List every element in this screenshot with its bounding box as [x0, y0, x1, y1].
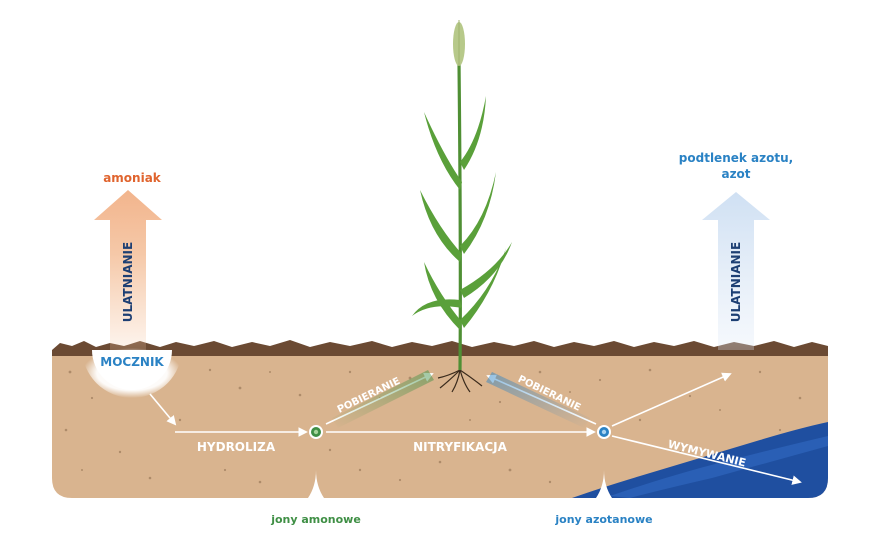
- groundwater-highlight: [610, 436, 828, 498]
- mocznik-label: MOCZNIK: [100, 355, 164, 369]
- arrow-azotanowe-to-surface: [611, 372, 732, 427]
- podtlenek-label-line2: azot: [721, 167, 750, 181]
- podtlenek-label-line1: podtlenek azotu,: [679, 151, 793, 165]
- pobieranie-left-band: [332, 370, 434, 428]
- ammonia-volatilization-arrow: [94, 190, 162, 350]
- hydroliza-label: HYDROLIZA: [197, 440, 276, 454]
- arrow-azotanowe-to-water: [611, 435, 802, 485]
- arrow-mocznik-to-hydroliza: [149, 393, 177, 426]
- amoniak-label: amoniak: [103, 171, 162, 185]
- pobieranie-right-band: [486, 372, 590, 428]
- nitryfikacja-label: NITRYFIKACJA: [413, 440, 507, 454]
- mocznik-semicircle: [92, 350, 172, 390]
- groundwater: [572, 422, 828, 498]
- soil-layer: [52, 350, 828, 498]
- soil-surface: [52, 340, 828, 356]
- soil-speckles: [64, 368, 802, 484]
- bottom-notch-left: [308, 470, 324, 498]
- ulatnianie-right-label: ULATNIANIE: [729, 242, 743, 322]
- nitrate-ion-icon: [597, 425, 611, 439]
- ulatnianie-left-label: ULATNIANIE: [121, 242, 135, 322]
- wheat-plant-icon: [412, 20, 512, 393]
- jony-amonowe-label: jony amonowe: [270, 513, 361, 526]
- ammonium-ion-icon: [309, 425, 323, 439]
- jony-azotanowe-label: jony azotanowe: [554, 513, 652, 526]
- nitrous-volatilization-arrow: [702, 192, 770, 350]
- bottom-notch-right: [596, 470, 612, 498]
